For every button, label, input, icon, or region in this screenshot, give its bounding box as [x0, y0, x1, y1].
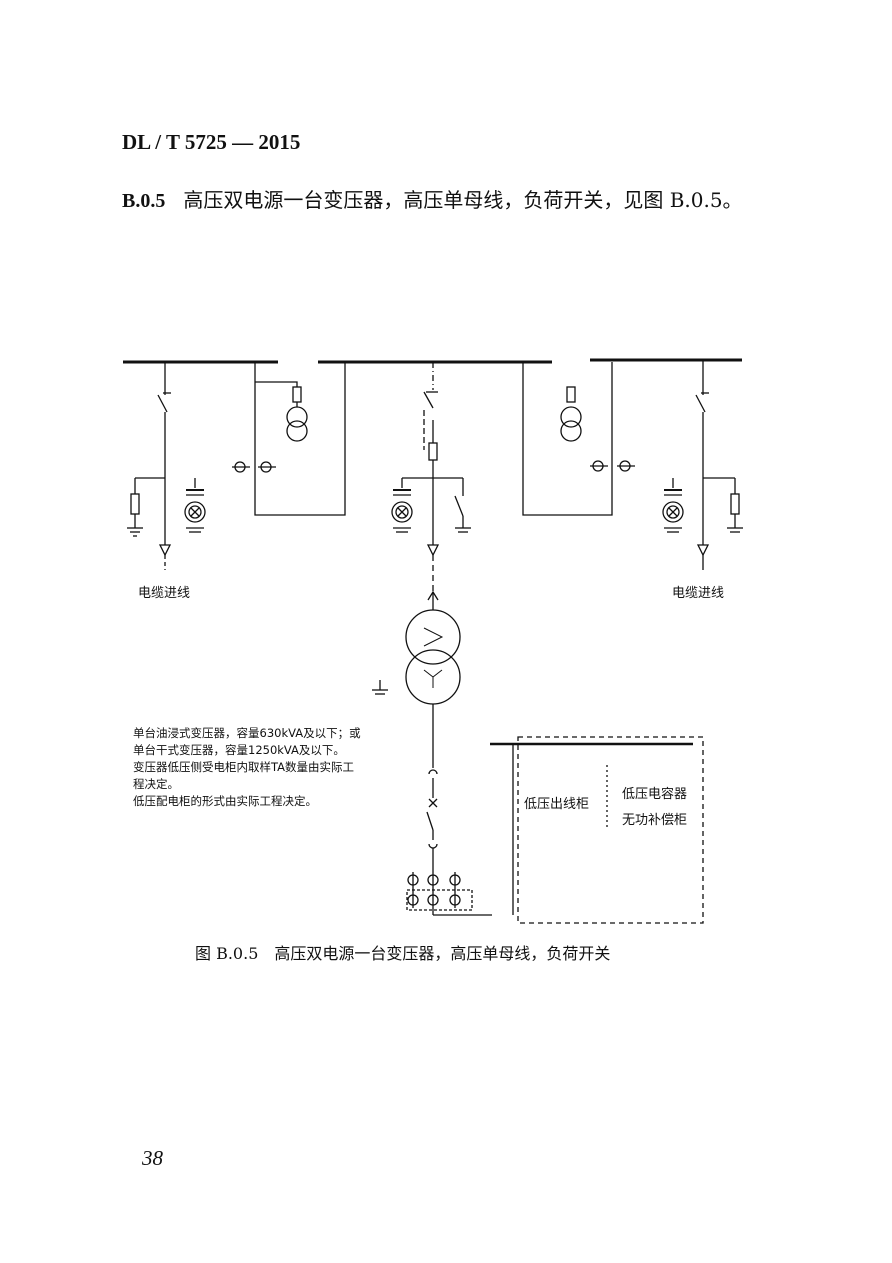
left-feeder-label: 电缆进线: [138, 586, 191, 601]
note-line: 单台干式变压器，容量1250kVA及以下。: [133, 743, 345, 757]
lv-current-transformers: [406, 872, 473, 911]
lv-capacitor-label: 低压电容器: [622, 787, 688, 802]
section-text: 高压双电源一台变压器，高压单母线，负荷开关，见图 B.0.5。: [183, 188, 743, 212]
note-line: 程决定。: [133, 777, 179, 791]
right-feeder-label: 电缆进线: [672, 586, 725, 601]
note-line: 低压配电柜的形式由实际工程决定。: [133, 794, 317, 808]
lv-outgoing-label: 低压出线柜: [524, 797, 590, 812]
transformer-feeder: [372, 362, 492, 916]
lv-switchgear: [490, 736, 704, 924]
left-incoming-feeder: [127, 362, 206, 570]
section-number: B.0.5: [122, 190, 166, 212]
figure-caption: 图 B.0.5 高压双电源一台变压器，高压单母线，负荷开关: [195, 944, 611, 963]
note-line: 单台油浸式变压器，容量630kVA及以下；或: [133, 726, 361, 740]
page-number: 38: [142, 1146, 163, 1170]
diagram-notes: 单台油浸式变压器，容量630kVA及以下；或 单台干式变压器，容量1250kVA…: [133, 725, 361, 810]
left-pt-cabinet: [232, 362, 346, 516]
right-incoming-feeder: [662, 360, 743, 570]
hv-bus: [123, 358, 742, 364]
note-line: 变压器低压侧受电柜内取样TA数量由实际工: [133, 760, 354, 774]
lv-compensation-label: 无功补偿柜: [622, 813, 688, 828]
section-paragraph: B.0.5 高压双电源一台变压器，高压单母线，负荷开关，见图 B.0.5。: [122, 182, 762, 219]
standard-header: DL / T 5725 — 2015: [122, 130, 301, 154]
right-pt-cabinet: [522, 362, 635, 516]
